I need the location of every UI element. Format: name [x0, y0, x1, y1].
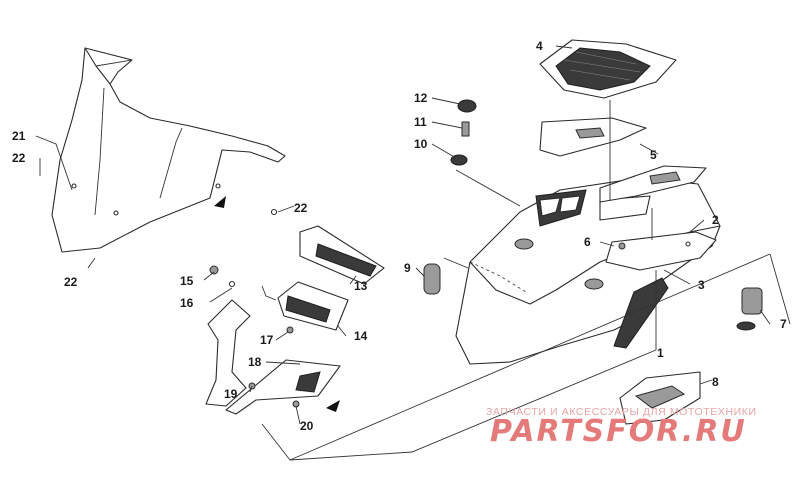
callout-22: 22: [294, 201, 308, 215]
windshield-part: [51, 47, 286, 253]
callout-21: 21: [12, 129, 26, 143]
knob-part: [423, 99, 477, 295]
leader-lines: [35, 45, 791, 461]
callout-14: 14: [354, 329, 368, 343]
hood-part: [455, 177, 721, 365]
callout-1: 1: [657, 346, 664, 360]
callout-17: 17: [260, 333, 274, 347]
callout-7: 7: [780, 317, 787, 331]
callout-10: 10: [414, 137, 428, 151]
callout-18: 18: [248, 355, 262, 369]
callout-4: 4: [536, 39, 543, 53]
instrument-housing-part: [277, 225, 385, 331]
callout-12: 12: [414, 91, 428, 105]
watermark-tagline: ЗАПЧАСТИ И АКСЕССУАРЫ ДЛЯ МОТОТЕХНИКИ: [486, 406, 757, 418]
watermark-brand: PARTSFOR.RU: [490, 414, 747, 449]
callout-16: 16: [180, 296, 194, 310]
callout-11: 11: [414, 115, 427, 129]
callout-22: 22: [64, 275, 78, 289]
arrow-marker-icon: [326, 400, 340, 412]
callout-15: 15: [180, 274, 194, 288]
callout-5: 5: [650, 148, 657, 162]
callout-8: 8: [712, 375, 719, 389]
callout-6: 6: [584, 235, 591, 249]
bracket-part: [205, 299, 341, 415]
callout-19: 19: [224, 387, 238, 401]
tray-part: [619, 371, 701, 425]
fastener-part: [209, 208, 626, 408]
side-panel-part: [605, 231, 717, 349]
callout-2: 2: [712, 213, 719, 227]
callout-9: 9: [404, 261, 411, 275]
callout-3: 3: [698, 278, 705, 292]
gauge-part: [736, 287, 763, 331]
grille-part: [539, 39, 677, 99]
callout-20: 20: [300, 419, 314, 433]
vent-insert-part: [539, 117, 707, 203]
arrow-marker-icon: [214, 196, 226, 208]
callout-13: 13: [354, 279, 368, 293]
callout-22: 22: [12, 151, 26, 165]
